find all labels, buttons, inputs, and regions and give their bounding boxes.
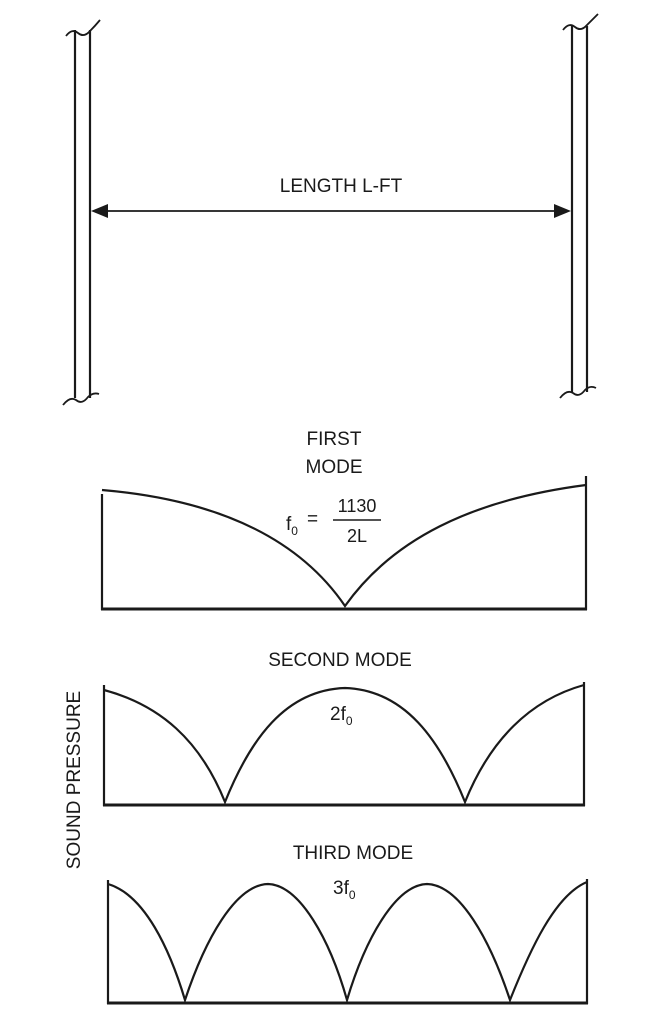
- first-mode-title-line2: MODE: [306, 457, 363, 478]
- left-wall: [62, 19, 101, 406]
- first-mode-denominator: 2L: [347, 526, 367, 546]
- first-mode: FIRST MODE f0 = 1130 2L: [100, 429, 588, 611]
- first-mode-symbol: f0: [286, 514, 298, 538]
- length-dimension: LENGTH L-FT: [91, 176, 571, 218]
- second-mode-frequency: 2f0: [330, 704, 353, 728]
- first-mode-equals: =: [307, 509, 318, 530]
- sound-pressure-axis-label: SOUND PRESSURE: [64, 691, 85, 869]
- second-mode-title: SECOND MODE: [268, 650, 412, 671]
- right-arrowhead: [554, 204, 571, 218]
- left-arrowhead: [91, 204, 108, 218]
- second-mode-curve: [103, 683, 585, 805]
- third-mode: THIRD MODE 3f0: [106, 843, 589, 1005]
- third-mode-frequency: 3f0: [333, 878, 356, 902]
- first-mode-title-line1: FIRST: [307, 429, 362, 450]
- length-label: LENGTH L-FT: [280, 176, 403, 197]
- third-mode-title: THIRD MODE: [293, 843, 413, 864]
- first-mode-curve: [101, 483, 587, 608]
- right-wall: [559, 13, 599, 399]
- first-mode-numerator: 1130: [338, 496, 377, 516]
- second-mode: SECOND MODE 2f0: [102, 650, 586, 807]
- third-mode-curve: [107, 880, 588, 1004]
